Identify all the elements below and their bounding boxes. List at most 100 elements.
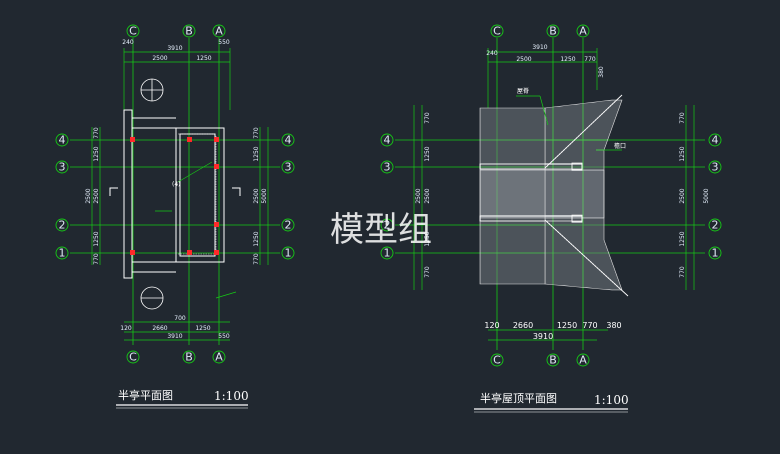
- grid-label-1: 1: [712, 247, 719, 260]
- watermark: 模型组: [330, 210, 432, 250]
- plan-dim-lines: [91, 48, 269, 341]
- roof-dim-lines: [413, 48, 695, 341]
- plan-grid-bubbles-bottom: C B A: [126, 351, 226, 364]
- grid-label-a: A: [579, 354, 587, 367]
- dim-text: 770: [584, 56, 596, 63]
- dim-text: 2500: [424, 188, 431, 203]
- dim-text: 1250: [196, 55, 211, 62]
- dim-text: 2500: [85, 188, 92, 203]
- dim-text: 120: [120, 325, 132, 332]
- grid-label-2: 2: [285, 219, 292, 232]
- dim-text: 1250: [424, 146, 431, 161]
- dim-text: 3910: [533, 332, 553, 341]
- dim-text: 1250: [679, 146, 686, 161]
- dim-text: 700: [174, 315, 186, 322]
- dim-text: 1250: [424, 231, 431, 246]
- roof-note-eave: 檐口: [614, 142, 626, 150]
- grid-label-4: 4: [712, 134, 719, 147]
- dim-text: 1250: [93, 146, 100, 161]
- dim-text: 2500: [93, 188, 100, 203]
- plan-grid-lines: [70, 38, 280, 345]
- dim-text: 380: [598, 66, 605, 78]
- grid-label-a: A: [215, 25, 223, 38]
- grid-label-2: 2: [384, 219, 391, 232]
- dim-text: 2500: [415, 188, 422, 203]
- dim-text: 1250: [195, 325, 210, 332]
- plan-view: (4) C B A C B A 4 3 2 1: [55, 25, 295, 409]
- grid-label-1: 1: [59, 247, 66, 260]
- dim-text: 770: [93, 127, 100, 139]
- grid-label-1: 1: [285, 247, 292, 260]
- plan-leader: [155, 161, 237, 299]
- roof-grid-bubbles-right: 4 3 2 1: [708, 134, 722, 260]
- dim-text: 2500: [253, 188, 260, 203]
- roof-grid-bubbles-top: C B A: [490, 25, 590, 38]
- roof-scale: 1:100: [594, 393, 629, 407]
- grid-label-3: 3: [712, 161, 719, 174]
- dim-text: 5000: [261, 188, 268, 203]
- grid-label-c: C: [493, 25, 501, 38]
- dim-text: 2660: [513, 321, 533, 330]
- dim-text: 1250: [557, 321, 577, 330]
- dim-text: 2500: [679, 188, 686, 203]
- dim-text: 770: [93, 253, 100, 265]
- grid-label-b: B: [185, 351, 193, 364]
- roof-view: 屋脊 檐口 C B A C B A 4 3 2 1: [380, 25, 722, 413]
- grid-label-c: C: [129, 25, 137, 38]
- dim-text: 770: [424, 112, 431, 124]
- grid-label-a: A: [215, 351, 223, 364]
- plan-grid-bubbles-right: 4 3 2 1: [281, 134, 295, 260]
- grid-label-4: 4: [59, 134, 66, 147]
- roof-leaders: [516, 95, 622, 151]
- grid-label-c: C: [493, 354, 501, 367]
- roof-grid-bubbles-bottom: C B A: [490, 354, 590, 367]
- grid-label-b: B: [549, 25, 557, 38]
- dim-text: 770: [424, 266, 431, 278]
- dim-text: 380: [606, 321, 621, 330]
- dim-text: 2660: [152, 325, 167, 332]
- grid-label-a: A: [579, 25, 587, 38]
- dim-text: 5000: [703, 188, 710, 203]
- plan-scale: 1:100: [214, 389, 249, 403]
- plan-title: 半亭平面图: [118, 388, 173, 402]
- plan-note-label: (4): [172, 181, 181, 188]
- grid-label-b: B: [549, 354, 557, 367]
- column-markers: [130, 137, 219, 255]
- dim-text: 1250: [93, 231, 100, 246]
- dim-text: 3910: [167, 45, 182, 52]
- dim-text: 240: [486, 50, 498, 57]
- plan-grid-bubbles-top: C B A: [126, 25, 226, 38]
- roof-note-ridge: 屋脊: [517, 87, 529, 95]
- grid-label-2: 2: [59, 219, 66, 232]
- dim-text: 120: [484, 321, 499, 330]
- grid-label-3: 3: [59, 161, 66, 174]
- grid-label-4: 4: [285, 134, 292, 147]
- grid-label-3: 3: [285, 161, 292, 174]
- grid-label-b: B: [185, 25, 193, 38]
- dim-text: 1250: [253, 146, 260, 161]
- roof-ridge-lines: [479, 94, 629, 297]
- dim-text: 1250: [679, 231, 686, 246]
- dim-text: 550: [218, 39, 230, 46]
- dim-text: 3910: [532, 44, 547, 51]
- roof-title: 半亭屋顶平面图: [480, 391, 557, 405]
- tree-symbol: [140, 78, 164, 310]
- plan-walls: [109, 109, 241, 279]
- plan-hatch: [178, 133, 217, 255]
- dim-text: 2500: [152, 55, 167, 62]
- dim-text: 1250: [560, 56, 575, 63]
- dim-text: 2500: [516, 56, 531, 63]
- grid-label-1: 1: [384, 247, 391, 260]
- roof-tiles: [479, 99, 623, 291]
- dim-text: 3910: [167, 333, 182, 340]
- roof-grid-bubbles-left: 4 3 2 1: [380, 134, 394, 260]
- dim-text: 770: [679, 266, 686, 278]
- dim-text: 770: [582, 321, 597, 330]
- dim-text: 770: [253, 253, 260, 265]
- plan-grid-bubbles-left: 4 3 2 1: [55, 134, 69, 260]
- dim-text: 770: [679, 112, 686, 124]
- grid-label-3: 3: [384, 161, 391, 174]
- grid-label-2: 2: [712, 219, 719, 232]
- dim-text: 550: [218, 333, 230, 340]
